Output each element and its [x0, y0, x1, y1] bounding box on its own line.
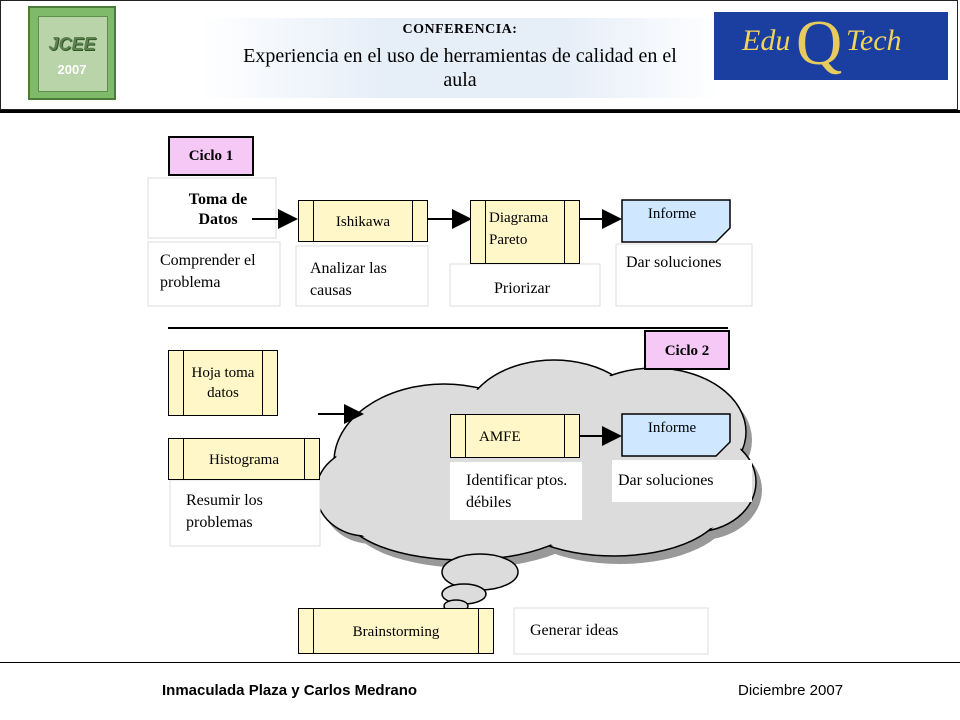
ishikawa-box: Ishikawa — [298, 200, 428, 242]
cycle1-tag: Ciclo 1 — [168, 136, 254, 176]
jcee-badge-year: 2007 — [57, 62, 87, 77]
logo-tech-text: Tech — [846, 24, 902, 57]
desc-brainstorm: Generar ideas — [530, 620, 700, 642]
ishikawa-label: Ishikawa — [335, 214, 391, 230]
desc-output2-frame — [612, 460, 752, 502]
desc-step2: Priorizar — [494, 278, 594, 300]
pareto-label: Diagrama Pareto — [489, 210, 549, 248]
informe-doc-shape-2 — [621, 413, 731, 457]
start-frame — [147, 177, 277, 239]
desc-amfe-frame — [450, 462, 582, 520]
amfe-label: AMFE — [479, 429, 521, 445]
pareto-box: Diagrama Pareto — [470, 200, 580, 264]
histogram-label: Histograma — [209, 452, 279, 468]
footer-authors: Inmaculada Plaza y Carlos Medrano — [162, 682, 418, 699]
footer-divider — [0, 662, 960, 663]
footer-date: Diciembre 2007 — [738, 682, 844, 699]
hoja-box: Hoja toma datos — [168, 350, 278, 416]
conference-label: CONFERENCIA: — [402, 22, 518, 37]
desc-histogram: Resumir los problemas — [186, 490, 306, 534]
logo-q-letter: Q — [796, 7, 843, 78]
hoja-label: Hoja toma datos — [191, 365, 255, 401]
eduqtech-logo — [714, 12, 948, 80]
jcee-badge-text: JCEE — [48, 34, 96, 54]
desc-output: Dar soluciones — [626, 252, 748, 274]
conference-title: Experiencia en el uso de herramientas de… — [243, 45, 677, 91]
desc-start: Comprender el problema — [160, 250, 278, 294]
brainstorm-label: Brainstorming — [352, 624, 440, 640]
brainstorm-box: Brainstorming — [298, 608, 494, 654]
amfe-box: AMFE — [450, 414, 580, 458]
informe-label-2: Informe — [647, 420, 697, 436]
informe-label-1: Informe — [647, 206, 697, 222]
informe-doc-shape-1 — [621, 199, 731, 243]
header-divider — [0, 110, 960, 113]
title-banner — [200, 18, 720, 98]
logo-edu-text: Edu — [742, 24, 791, 57]
jcee-badge-inner — [38, 16, 108, 92]
cycle2-tag: Ciclo 2 — [644, 330, 730, 370]
histogram-box: Histograma — [168, 438, 320, 480]
desc-output2: Dar soluciones — [618, 472, 714, 489]
desc-step1: Analizar las causas — [310, 258, 420, 302]
start-label: Toma de Datos — [188, 191, 248, 228]
desc-amfe: Identificar ptos. débiles — [466, 472, 568, 511]
